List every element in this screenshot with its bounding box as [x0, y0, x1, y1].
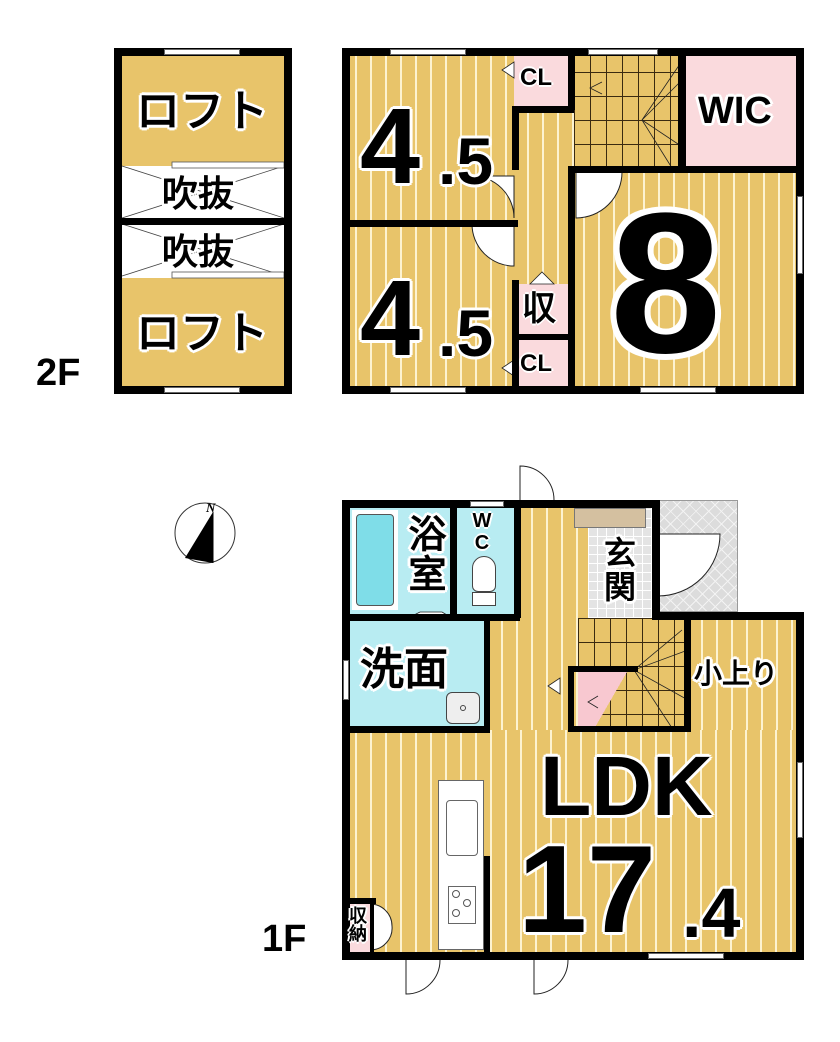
washroom-label: 洗面 [360, 645, 448, 694]
north-arrow-icon [174, 502, 236, 564]
window [343, 660, 349, 700]
window [797, 196, 803, 274]
wall [568, 726, 690, 732]
wall [342, 898, 376, 904]
wall [342, 614, 520, 621]
window [470, 501, 504, 507]
window [588, 49, 658, 55]
void-top-label: 吹抜 [162, 173, 235, 214]
compass: N [172, 500, 238, 566]
bedroom-a [342, 48, 514, 224]
floor-label-1f: 1F [262, 918, 307, 960]
loft-bottom-area [114, 278, 292, 394]
window [640, 387, 716, 393]
closet-top [514, 48, 570, 108]
bathroom-label: 浴室 [402, 514, 444, 594]
raised-area [688, 618, 804, 730]
wall [678, 48, 686, 172]
stove-icon [448, 886, 476, 924]
ldk [342, 728, 804, 960]
wall [342, 952, 804, 960]
window [164, 49, 240, 55]
sink-icon [446, 692, 480, 724]
staircase-2f [574, 48, 684, 168]
door-swings-2f [471, 57, 685, 377]
wall [684, 618, 691, 732]
void-cross-lines [121, 161, 285, 279]
north-label: N [206, 500, 216, 515]
wall [512, 334, 574, 340]
master-bedroom-size: 8 [610, 172, 722, 395]
first-floor-plan: 浴室 WC 玄関 洗面 小上り LDK 17 .4 収納 [342, 465, 804, 995]
ldk-decimal: .4 [682, 874, 741, 952]
window [390, 49, 466, 55]
bathtub-basin [356, 514, 394, 606]
storage-2f [514, 284, 570, 336]
shoe-cabinet [574, 508, 646, 528]
storage-2f-label: 収 [522, 290, 556, 328]
wall [568, 166, 804, 173]
ldk-size: 17 [518, 821, 656, 959]
wall [514, 500, 521, 618]
storage-1f-label: 収納 [347, 906, 367, 942]
window [390, 387, 466, 393]
walk-in-closet [684, 48, 804, 168]
wall [342, 220, 518, 227]
wic-label: WIC [698, 90, 772, 132]
wall [114, 218, 292, 225]
wall [652, 500, 660, 620]
ldk-label: LDK [540, 739, 713, 833]
toilet-icon [470, 556, 498, 612]
wall [652, 612, 804, 620]
window [797, 762, 803, 838]
void-bottom-label: 吹抜 [162, 231, 235, 272]
wall [450, 500, 457, 618]
bedroom-b-decimal: .5 [438, 296, 494, 370]
window [164, 387, 240, 393]
window [648, 953, 724, 959]
storage-1f [348, 902, 370, 952]
wall [484, 856, 490, 960]
loft-block: ロフト 吹抜 吹抜 ロフト [114, 48, 292, 394]
wall [342, 726, 490, 733]
closet-bottom-label: CL [520, 350, 552, 377]
void-area-bottom [114, 220, 292, 278]
kitchen-sink-icon [446, 800, 478, 856]
floor-label-2f: 2F [36, 352, 81, 394]
wall [568, 666, 574, 732]
loft-bottom-label: ロフト [136, 309, 268, 358]
raised-area-label: 小上り [694, 658, 779, 689]
wall [568, 666, 638, 672]
closet-bottom [514, 338, 570, 394]
wc-label: WC [471, 510, 493, 554]
second-floor-plan: 4 .5 4 .5 CL 収 CL WIC 8 [342, 48, 804, 394]
closet-top-label: CL [520, 64, 552, 91]
bedroom-a-size: 4 [360, 85, 421, 206]
loft-top-label: ロフト [136, 87, 268, 136]
bedroom-a-decimal: .5 [438, 124, 494, 198]
wall [370, 898, 374, 954]
loft-top-area [114, 48, 292, 166]
wall [568, 48, 575, 110]
wall [484, 618, 490, 730]
master-bedroom [570, 168, 804, 394]
wall [568, 166, 575, 394]
bedroom-b-size: 4 [360, 257, 421, 378]
stair-under-storage [578, 670, 628, 728]
wall [512, 106, 574, 113]
wall [512, 110, 519, 170]
entrance-label: 玄関 [600, 536, 636, 604]
